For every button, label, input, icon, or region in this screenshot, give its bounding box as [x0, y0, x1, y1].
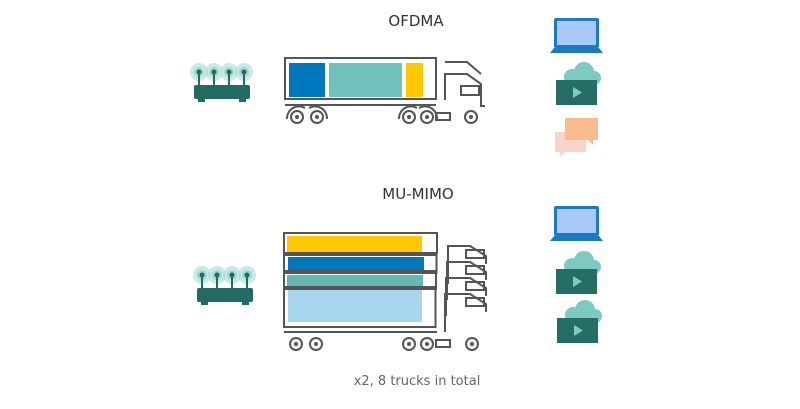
- chat-icon: [555, 118, 598, 157]
- laptop-icon: [550, 206, 603, 241]
- ofdma-title: OFDMA: [388, 12, 444, 30]
- video-cloud-icon: [556, 62, 601, 105]
- mu-mimo-truck: [283, 232, 487, 351]
- cargo-block: [287, 275, 423, 286]
- ofdma-truck: [284, 57, 485, 124]
- footnote: x2, 8 trucks in total: [353, 374, 481, 389]
- cargo-block: [288, 290, 422, 322]
- mu-mimo-title: MU-MIMO: [382, 185, 454, 203]
- cargo-block: [406, 63, 423, 97]
- cargo-block: [287, 236, 422, 252]
- video-cloud-icon: [556, 251, 601, 294]
- video-cloud-icon: [557, 300, 602, 343]
- router-icon: [190, 63, 253, 102]
- cargo-block: [329, 63, 402, 97]
- cargo-block: [289, 63, 325, 97]
- laptop-icon: [550, 18, 603, 53]
- cargo-block: [288, 257, 424, 270]
- router-icon: [193, 266, 256, 305]
